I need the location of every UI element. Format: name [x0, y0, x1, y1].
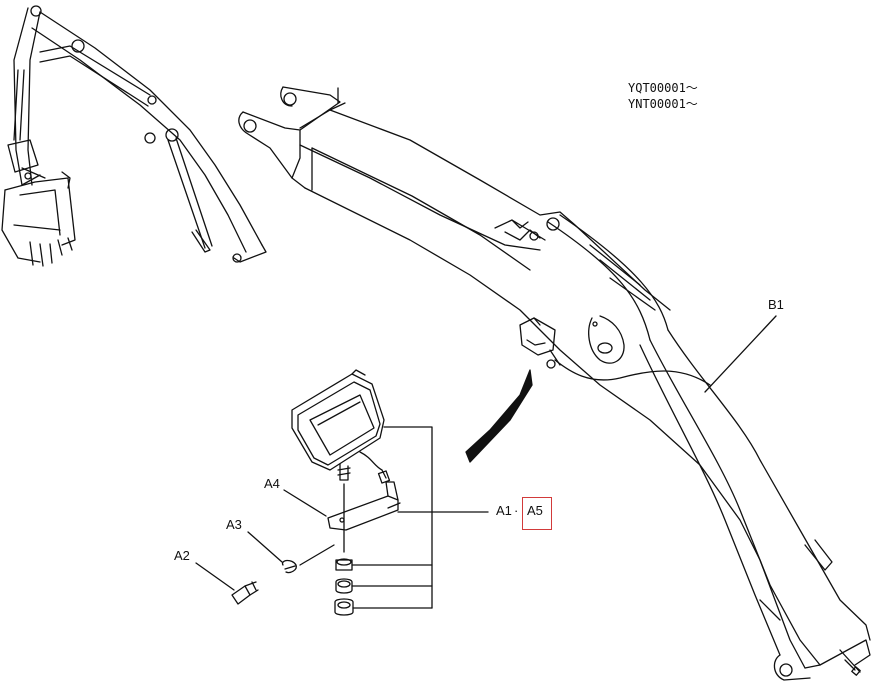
- label-a3: A3: [226, 517, 242, 532]
- label-b1: B1: [768, 297, 784, 312]
- callout-arrow: [465, 369, 533, 463]
- label-a4: A4: [264, 476, 280, 491]
- label-a1: A1: [496, 503, 512, 518]
- work-lamp-assembly: [195, 369, 489, 616]
- excavator-arm-overview: [1, 5, 267, 267]
- label-a5: A5: [527, 503, 543, 518]
- b1-leader: [704, 315, 777, 393]
- label-a2: A2: [174, 548, 190, 563]
- serial-number: YNT00001～: [628, 97, 698, 111]
- boom-structure: [238, 86, 871, 681]
- highlight-box: [522, 497, 552, 530]
- label-separator: ·: [514, 503, 519, 518]
- serial-number: YQT00001～: [628, 81, 698, 95]
